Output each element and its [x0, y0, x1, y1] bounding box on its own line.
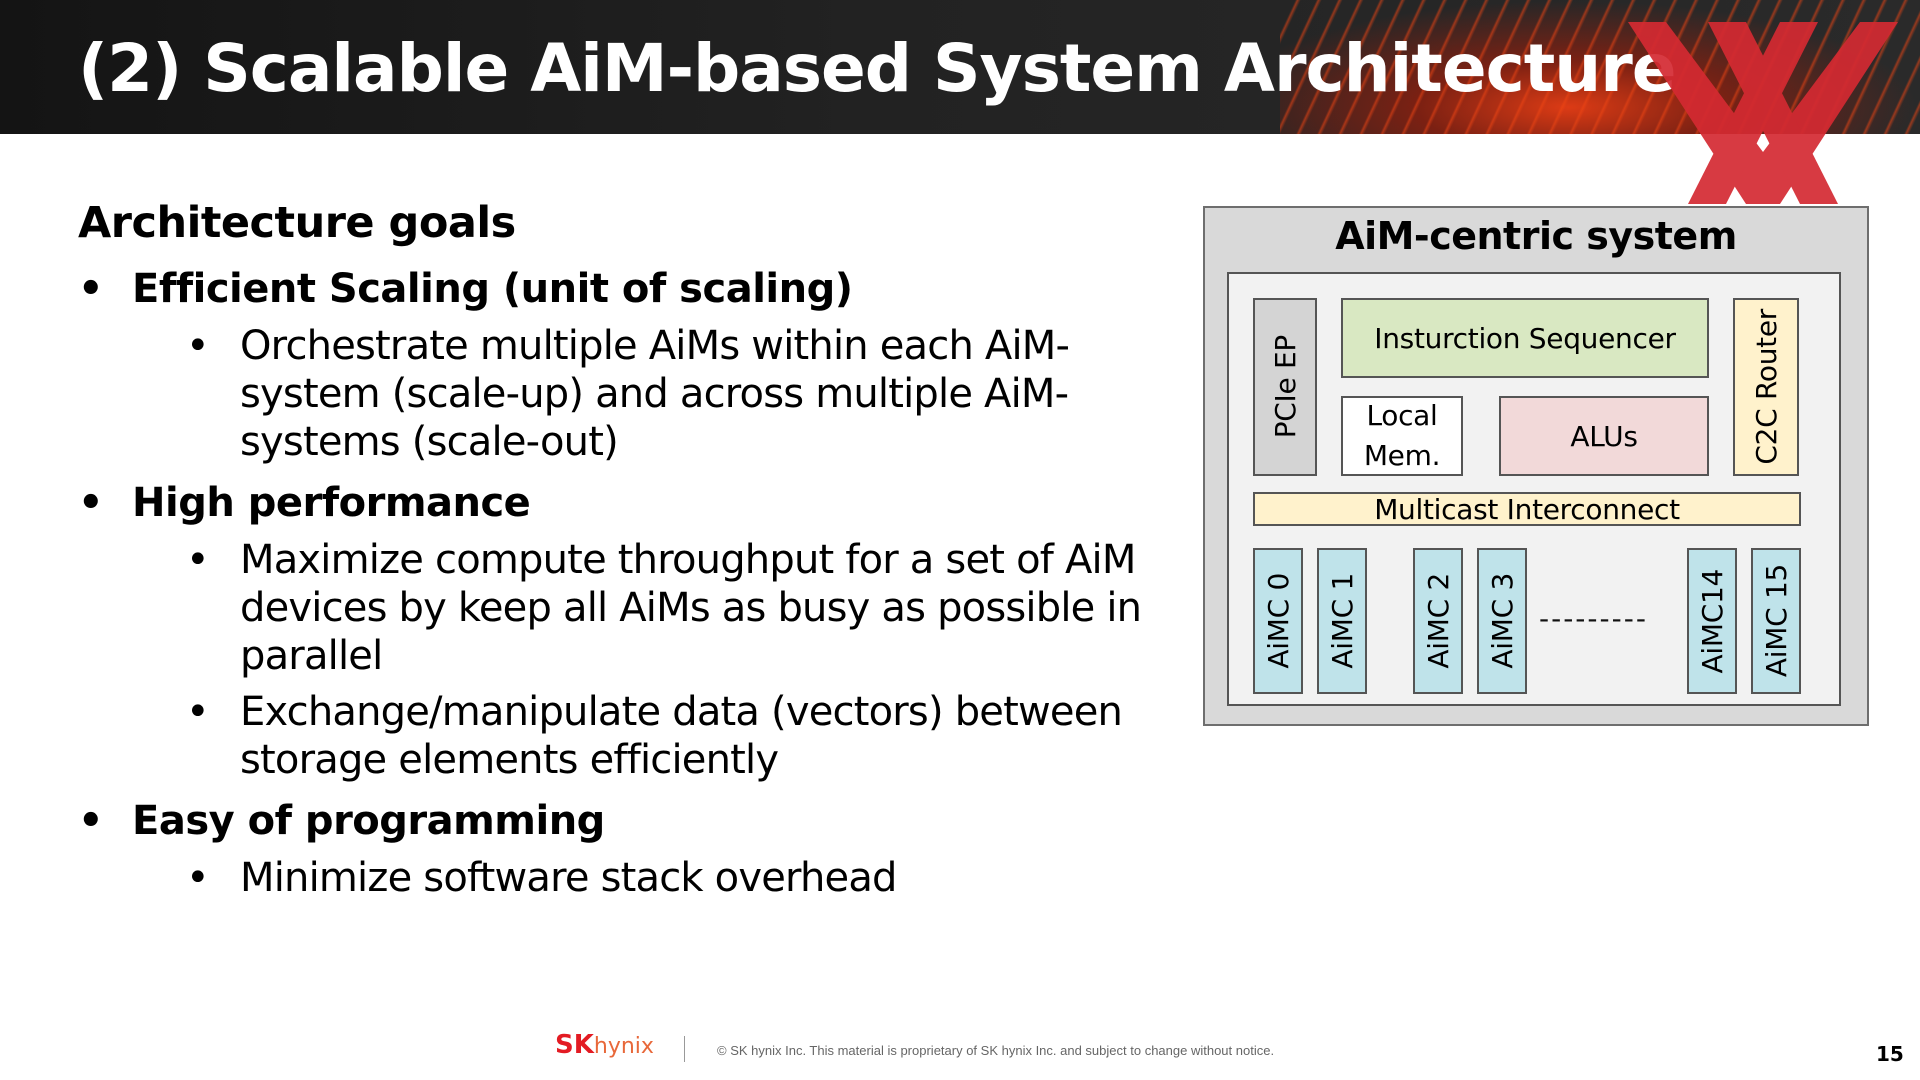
goal-detail-line: Maximize compute throughput for a set of…	[240, 537, 1136, 583]
aimc-block-3: AiMC 3	[1477, 548, 1527, 694]
aimc-label: AiMC 0	[1261, 573, 1295, 669]
local-mem-block: Local Mem.	[1341, 396, 1463, 476]
aimc-label: AiMC 1	[1325, 573, 1359, 669]
pcie-ep-label: PCIe EP	[1268, 335, 1302, 439]
instruction-sequencer-block: Insturction Sequencer	[1341, 298, 1709, 378]
goal-detail-line: system (scale-up) and across multiple Ai…	[240, 371, 1069, 417]
alus-block: ALUs	[1499, 396, 1709, 476]
goal-detail-item: • Exchange/manipulate data (vectors) betw…	[78, 688, 1158, 784]
goal-details: • Maximize compute throughput for a set o…	[78, 536, 1158, 784]
aimc-block-0: AiMC 0	[1253, 548, 1303, 694]
red-x-logo-icon	[1628, 22, 1898, 204]
footer-divider	[684, 1036, 685, 1062]
aimc-label: AiMC14	[1695, 568, 1729, 674]
multicast-interconnect-label: Multicast Interconnect	[1374, 492, 1680, 526]
multicast-interconnect-block: Multicast Interconnect	[1253, 492, 1801, 526]
goal-detail-item: • Orchestrate multiple AiMs within each A…	[78, 322, 1158, 466]
goals-list: • Efficient Scaling (unit of scaling) • Orc…	[78, 266, 1158, 902]
sk-hynix-logo: SKhynix	[555, 1030, 654, 1060]
aimc-label: AiMC 15	[1759, 564, 1793, 678]
bullet-icon: •	[78, 266, 104, 312]
goal-item: • Easy of programming	[78, 798, 1158, 844]
goal-detail-line: Minimize software stack overhead	[240, 855, 897, 901]
footer-notice: © SK hynix Inc. This material is proprie…	[717, 1043, 1275, 1058]
instruction-sequencer-label: Insturction Sequencer	[1374, 321, 1676, 355]
goals-heading: Architecture goals	[78, 198, 516, 248]
logo-hynix: hynix	[593, 1034, 654, 1059]
aimc-block-14: AiMC14	[1687, 548, 1737, 694]
goal-detail-line: parallel	[240, 633, 383, 679]
slide-title: (2) Scalable AiM-based System Architectu…	[78, 30, 1677, 107]
goal-detail-line: devices by keep all AiMs as busy as poss…	[240, 585, 1142, 631]
page-number: 15	[1876, 1042, 1904, 1066]
aimc-block-1: AiMC 1	[1317, 548, 1367, 694]
goals-content: Architecture goals • Efficient Scaling (u…	[78, 198, 1158, 916]
aimc-block-2: AiMC 2	[1413, 548, 1463, 694]
goal-label: High performance	[132, 480, 531, 526]
goal-label: Efficient Scaling (unit of scaling)	[132, 266, 853, 312]
logo-sk: SK	[555, 1030, 594, 1060]
bullet-icon: •	[186, 855, 210, 901]
diagram-title: AiM-centric system	[1335, 214, 1737, 258]
pcie-ep-block: PCIe EP	[1253, 298, 1317, 476]
alus-label: ALUs	[1570, 419, 1638, 453]
diagram-inner-box: PCIe EP Insturction Sequencer Local Mem.…	[1227, 272, 1841, 706]
goal-detail-line: storage elements efficiently	[240, 737, 779, 783]
local-mem-label-1: Local	[1366, 399, 1438, 432]
bullet-icon: •	[186, 537, 210, 583]
goal-item: • Efficient Scaling (unit of scaling)	[78, 266, 1158, 312]
goal-detail-item: • Minimize software stack overhead	[78, 854, 1158, 902]
aim-system-diagram: AiM-centric system PCIe EP Insturction S…	[1203, 206, 1869, 726]
goal-details: • Minimize software stack overhead	[78, 854, 1158, 902]
aimc-ellipsis: ---------	[1539, 602, 1648, 635]
aimc-block-15: AiMC 15	[1751, 548, 1801, 694]
goal-detail-line: Orchestrate multiple AiMs within each Ai…	[240, 323, 1070, 369]
aimc-label: AiMC 2	[1421, 573, 1455, 669]
bullet-icon: •	[186, 323, 210, 369]
goal-detail-item: • Maximize compute throughput for a set o…	[78, 536, 1158, 680]
goal-item: • High performance	[78, 480, 1158, 526]
c2c-router-block: C2C Router	[1733, 298, 1799, 476]
bullet-icon: •	[78, 480, 104, 526]
goal-label: Easy of programming	[132, 798, 605, 844]
aimc-label: AiMC 3	[1485, 573, 1519, 669]
goal-detail-line: systems (scale-out)	[240, 419, 619, 465]
local-mem-label-2: Mem.	[1363, 439, 1441, 472]
goal-detail-line: Exchange/manipulate data (vectors) betwe…	[240, 689, 1123, 735]
bullet-icon: •	[78, 798, 104, 844]
c2c-router-label: C2C Router	[1749, 309, 1783, 465]
goal-details: • Orchestrate multiple AiMs within each A…	[78, 322, 1158, 466]
bullet-icon: •	[186, 689, 210, 735]
